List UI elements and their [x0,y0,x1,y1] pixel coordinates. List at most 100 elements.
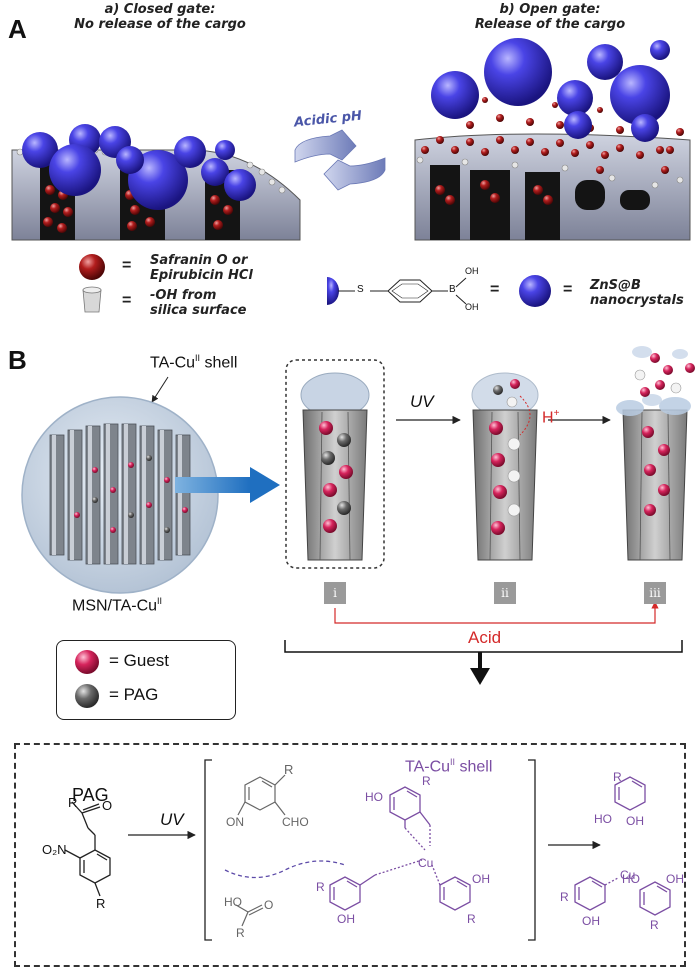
chem-uv-label: UV [160,810,184,829]
shell-label: TA-CuII shell [150,353,237,372]
product-cu-complex [574,876,619,911]
prod3-ho: HO [622,872,640,886]
legend-guest-icon [75,650,99,674]
nano-legend-line2: nanocrystals [590,293,684,308]
left-bracket [204,759,212,941]
linker-b-label: B [449,284,456,295]
shell-label-suffix: shell [200,354,238,372]
oh-equals: = [122,292,132,309]
ta-r-right: R [467,912,476,926]
stage-i-pore [300,372,370,561]
linker-structure [327,277,467,305]
pag-o-label: O [102,798,113,813]
stage-i-badge: i [324,582,346,604]
chem-shell-text: TA-Cu [405,758,451,776]
closed-gate-title: a) Closed gate: [104,2,216,17]
switch-arrows [294,129,386,191]
closed-gate-caption: a) Closed gate: No release of the cargo [60,2,260,32]
released-linker-dash [224,860,346,879]
legend-guest-text: = Guest [109,651,170,670]
prod1-r: R [613,770,622,784]
legend-pag-text: = PAG [109,685,159,704]
legend-pag-icon [75,684,99,708]
product-gallol-2 [639,881,671,916]
acid-bracket [334,601,659,624]
int-r2-label: R [236,926,245,940]
stage-i-highlight [285,359,385,569]
msn-sphere [21,376,219,594]
pag-molecule [64,801,111,897]
legend-spheres [75,650,99,708]
linker-oh-bottom: OH [465,302,479,312]
h-plus-sup: + [553,408,560,419]
ta-ho-top: HO [365,790,383,804]
chem-shell-sup: II [450,757,456,767]
legend-nano-sphere [519,275,551,307]
int-r-label: R [284,762,294,777]
nitrosobenzaldehyde [237,774,286,816]
zoom-arrow [175,467,280,503]
pag-r2-label: R [96,896,106,911]
ta-cu-complex [329,786,471,911]
shell-label-sup: II [195,353,201,363]
right-bracket [528,759,536,941]
msn-label-sup: II [157,596,163,606]
open-gate-subtitle: Release of the cargo [474,17,626,32]
open-gate-scene [414,38,691,241]
nano-equals: = [563,281,573,298]
pag-r-label: R [68,795,78,810]
ta-oh-bottom-left: OH [337,912,355,926]
linker-equals: = [490,281,500,298]
prod2-cu: Cu [620,868,636,882]
panel-b-illustration [21,346,695,685]
product-gallol-1 [614,776,646,811]
ta-r-top: R [422,774,431,788]
nano-legend-line1: ZnS@B [590,278,641,293]
chemistry-frame [14,743,686,967]
chem-shell-label: TA-CuII shell [405,757,492,776]
pag-o2n-label: O₂N [42,842,67,857]
int-cho-label: CHO [282,815,309,829]
stage-iii-badge: iii [644,582,666,604]
h-plus-text: H [542,409,554,427]
legend-cargo-sphere [79,254,105,280]
carboxylic-acid [235,904,264,927]
oh-legend-text: -OH from silica surface [150,288,246,318]
shell-label-text: TA-Cu [150,354,196,372]
chemistry-structures [64,759,671,941]
acid-label: Acid [468,628,502,647]
cargo-legend-line1: Safranin O or [150,253,248,268]
prod1-oh: OH [626,814,644,828]
msn-label-text: MSN/TA-Cu [72,597,158,615]
panel-a-illustration [11,38,691,313]
closed-gate-scene [11,124,301,241]
uv-label-b: UV [410,392,434,411]
legend-oh-cylinder [82,286,102,313]
guest-pag-legend: = Guest = PAG [56,640,236,720]
linker-oh-top: OH [465,266,479,276]
h-plus-label: H+ [542,408,559,427]
cargo-legend-line2: Epirubicin HCl [150,268,253,283]
cargo-equals: = [122,257,132,274]
nano-legend-text: ZnS@B nanocrystals [590,278,684,308]
chem-shell-suffix: shell [455,758,493,776]
closed-gate-subtitle: No release of the cargo [74,17,246,32]
stage-iii-pore [616,346,695,561]
prod2-r: R [560,890,569,904]
open-gate-caption: b) Open gate: Release of the cargo [450,2,650,32]
ta-cu-label: Cu [418,856,434,870]
int-ho-label: HO [224,895,242,909]
ta-r-left: R [316,880,325,894]
prod2-oh: OH [582,914,600,928]
stage-ii-badge: ii [494,582,516,604]
int-o-label: O [264,898,274,912]
msn-label: MSN/TA-CuII [72,596,162,615]
prod3-r: R [650,918,659,932]
int-on-label: ON [226,815,244,829]
pag-label: PAG [72,785,109,805]
ta-oh-right: OH [472,872,490,886]
oh-legend-line1: -OH from [150,288,217,303]
linker-s-label: S [357,284,364,295]
prod1-ho: HO [594,812,612,826]
oh-legend-line2: silica surface [150,303,247,318]
